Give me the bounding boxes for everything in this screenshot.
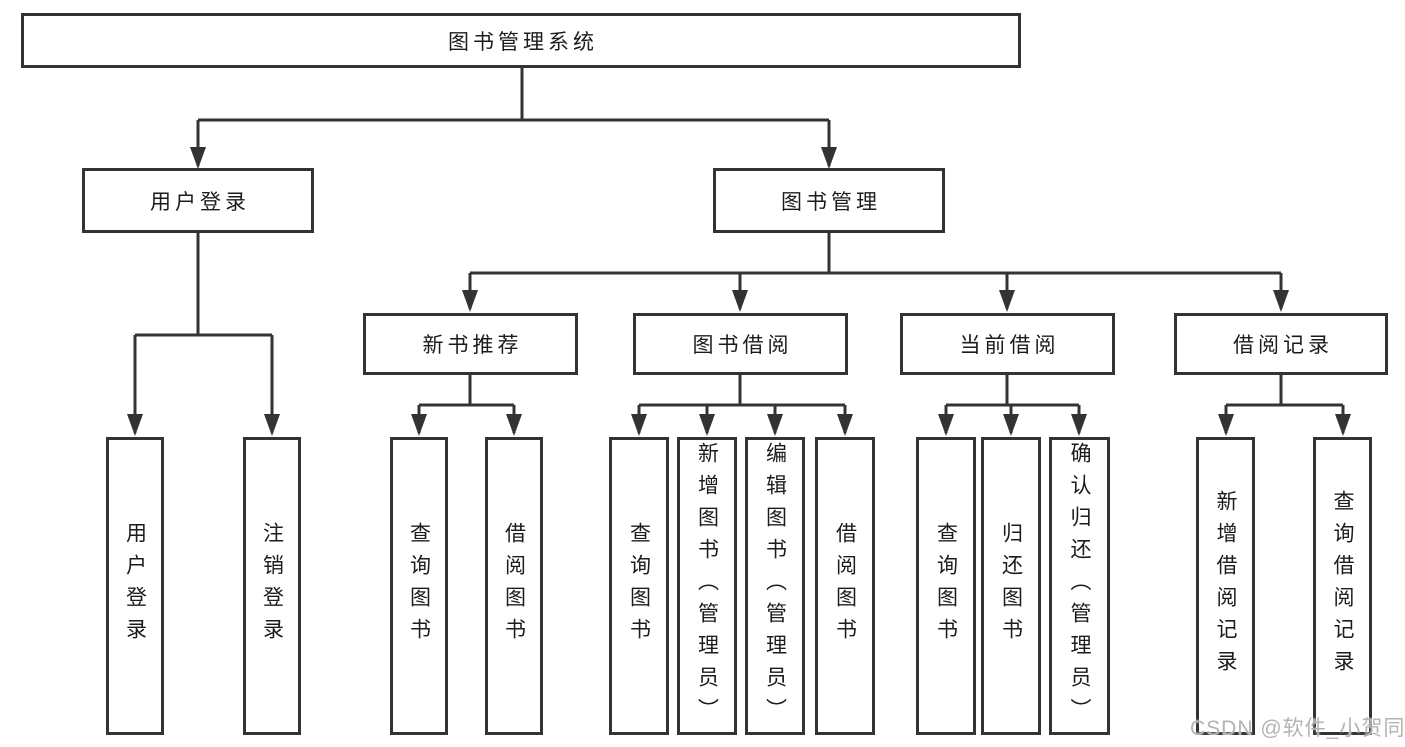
arrow-down-icon — [938, 414, 954, 436]
connector-book-borrow — [637, 375, 847, 433]
arrow-down-icon — [837, 414, 853, 436]
arrow-down-icon — [631, 414, 647, 436]
leaf-return-book: 归还图书 — [981, 437, 1041, 735]
leaf-confirm-return-admin: 确认归还（管理员） — [1049, 437, 1110, 735]
node-label: 新书推荐 — [422, 334, 523, 357]
arrow-down-icon — [1003, 414, 1019, 436]
node-book-management: 图书管理 — [713, 168, 945, 233]
leaf-query-book-newrec: 查询图书 — [390, 437, 448, 735]
node-label: 借阅图书 — [502, 522, 526, 650]
node-label: 归还图书 — [999, 522, 1023, 650]
leaf-user-login: 用户登录 — [106, 437, 164, 735]
node-label: 借阅记录 — [1233, 334, 1333, 357]
arrow-down-icon — [821, 147, 837, 169]
node-label: 查询图书 — [934, 522, 958, 650]
connector-borrow-records — [1224, 375, 1345, 433]
node-book-borrow: 图书借阅 — [633, 313, 848, 375]
arrow-down-icon — [462, 290, 478, 312]
node-label: 查询图书 — [407, 522, 431, 650]
leaf-query-book-current: 查询图书 — [916, 437, 976, 735]
arrow-down-icon — [1335, 414, 1351, 436]
connector-book-mgmt — [468, 233, 1283, 309]
arrow-down-icon — [1071, 414, 1087, 436]
leaf-logout: 注销登录 — [243, 437, 301, 735]
leaf-edit-book-admin: 编辑图书（管理员） — [745, 437, 805, 735]
node-borrow-records: 借阅记录 — [1174, 313, 1388, 375]
leaf-add-borrow-record: 新增借阅记录 — [1196, 437, 1255, 735]
arrow-down-icon — [506, 414, 522, 436]
arrowheads — [127, 147, 1351, 436]
arrow-down-icon — [699, 414, 715, 436]
node-label: 编辑图书（管理员） — [763, 442, 787, 730]
arrow-down-icon — [767, 414, 783, 436]
connector-new-book — [417, 375, 516, 433]
node-label: 当前借阅 — [959, 334, 1060, 357]
node-label: 确认归还（管理员） — [1068, 442, 1091, 730]
node-label: 新增图书（管理员） — [695, 442, 719, 730]
leaf-borrow-book: 借阅图书 — [815, 437, 875, 735]
arrow-down-icon — [127, 414, 143, 436]
node-label: 图书借阅 — [692, 334, 793, 357]
leaf-add-book-admin: 新增图书（管理员） — [677, 437, 737, 735]
node-label: 注销登录 — [260, 522, 284, 650]
leaf-query-book-borrow: 查询图书 — [609, 437, 669, 735]
node-new-book-recommend: 新书推荐 — [363, 313, 578, 375]
leaf-borrow-book-newrec: 借阅图书 — [485, 437, 543, 735]
connector-root — [196, 68, 831, 166]
node-root: 图书管理系统 — [21, 13, 1021, 68]
leaf-query-borrow-record: 查询借阅记录 — [1313, 437, 1372, 735]
csdn-watermark: CSDN @软件_小贺同学 — [1190, 717, 1405, 740]
arrow-down-icon — [1273, 290, 1289, 312]
node-label: 图书管理系统 — [448, 30, 598, 54]
arrow-down-icon — [190, 147, 206, 169]
node-label: 用户登录 — [123, 522, 147, 650]
arrow-down-icon — [411, 414, 427, 436]
node-label: 新增借阅记录 — [1214, 490, 1237, 682]
node-user-login: 用户登录 — [82, 168, 314, 233]
node-current-borrow: 当前借阅 — [900, 313, 1115, 375]
node-label: 图书管理 — [781, 190, 881, 214]
node-label: 用户登录 — [150, 190, 250, 214]
connector-user-login — [133, 233, 274, 433]
arrow-down-icon — [999, 290, 1015, 312]
arrow-down-icon — [732, 290, 748, 312]
node-label: 查询图书 — [627, 522, 651, 650]
node-label: 借阅图书 — [833, 522, 857, 650]
node-label: 查询借阅记录 — [1331, 490, 1354, 682]
arrow-down-icon — [264, 414, 280, 436]
arrow-down-icon — [1218, 414, 1234, 436]
